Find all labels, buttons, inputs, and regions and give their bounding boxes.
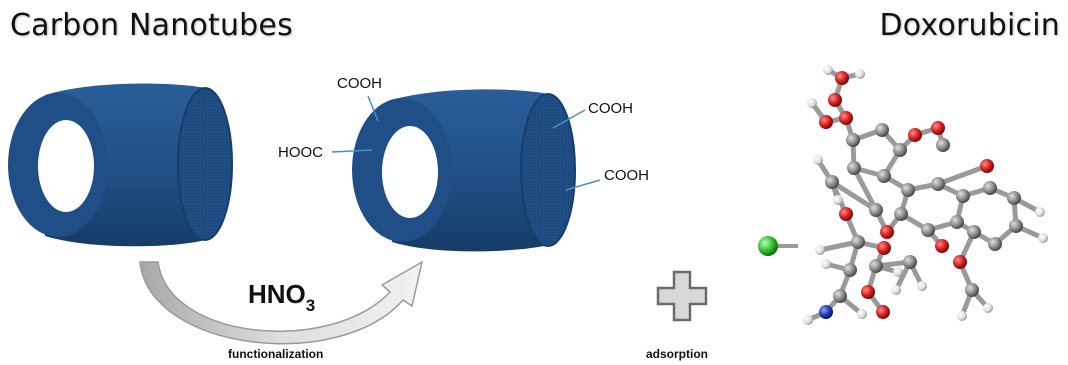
carbon-atom — [851, 235, 865, 249]
carbon-atom — [843, 263, 857, 277]
oxygen-atom — [835, 71, 849, 85]
hydrogen-atom — [833, 195, 843, 205]
oxygen-atom — [877, 241, 891, 255]
hydrogen-atom — [855, 69, 865, 79]
hydrogen-atom — [815, 245, 825, 255]
cooh-label-lower-right: COOH — [604, 167, 649, 184]
hydrogen-atom — [1038, 233, 1048, 243]
plus-icon — [658, 272, 706, 320]
carbon-atom — [894, 207, 908, 221]
cooh-label-top: COOH — [337, 75, 382, 92]
doxorubicin-molecule — [758, 65, 1048, 325]
oxygen-atom — [908, 128, 922, 142]
hydrogen-atom — [803, 315, 813, 325]
oxygen-atom — [819, 115, 833, 129]
hydrogen-atom — [813, 155, 823, 165]
oxygen-atom — [980, 159, 994, 173]
hydrogen-atom — [891, 285, 901, 295]
oxygen-atom — [935, 239, 949, 253]
carbon-atom — [901, 183, 915, 197]
oxygen-atom — [839, 207, 853, 221]
hydrogen-atom — [857, 309, 867, 319]
hydrogen-atom — [893, 267, 903, 277]
carbon-atom — [921, 223, 935, 237]
carbon-atom — [833, 289, 847, 303]
carbon-atom — [1007, 191, 1021, 205]
hydrogen-atom — [983, 303, 993, 313]
oxygen-atom — [828, 93, 842, 107]
oxygen-atom — [876, 305, 890, 319]
carboxyl-group-label-lower-right: COOH — [566, 167, 649, 190]
carbon-atom — [936, 138, 950, 152]
chlorine-atom — [758, 236, 778, 256]
hydrogen-atom — [1035, 207, 1045, 217]
carbon-atom — [825, 175, 839, 189]
hydrogen-atom — [807, 98, 817, 108]
carbon-atom — [967, 225, 981, 239]
hydrogen-atom — [957, 311, 967, 321]
carbon-atom — [893, 143, 907, 157]
carbon-atom — [903, 255, 917, 269]
hydrogen-atom — [821, 259, 831, 269]
hydrogen-atom — [823, 65, 833, 75]
carbon-atom — [988, 237, 1002, 251]
nitrogen-atom — [819, 305, 833, 319]
carbon-atom — [875, 123, 889, 137]
carbon-atom — [965, 283, 979, 297]
reagent-label: HNO3 — [248, 279, 315, 315]
functionalized-nanotube — [352, 89, 575, 251]
carbon-atom — [956, 189, 970, 203]
carbon-atom — [869, 259, 883, 273]
carbon-atom — [846, 133, 860, 147]
adsorption-label: adsorption — [646, 347, 708, 361]
carbon-atom — [847, 161, 861, 175]
cooh-label-upper-right: COOH — [588, 100, 633, 117]
oxygen-atom — [839, 111, 853, 125]
molecule-bond — [938, 166, 987, 184]
carbon-atom — [1009, 219, 1023, 233]
carbon-atom — [877, 169, 891, 183]
hydrogen-atom — [917, 281, 927, 291]
carbon-atom — [950, 215, 964, 229]
oxygen-atom — [861, 285, 875, 299]
carbon-atom — [983, 181, 997, 195]
oxygen-atom — [931, 121, 945, 135]
carboxyl-group-label-top: COOH — [337, 75, 382, 121]
carbon-atom — [931, 177, 945, 191]
oxygen-atom — [880, 225, 894, 239]
functionalization-label: functionalization — [228, 347, 323, 361]
carbon-atom — [869, 203, 883, 217]
hooc-label: HOOC — [278, 144, 323, 161]
pristine-nanotube — [8, 84, 232, 247]
oxygen-atom — [953, 255, 967, 269]
